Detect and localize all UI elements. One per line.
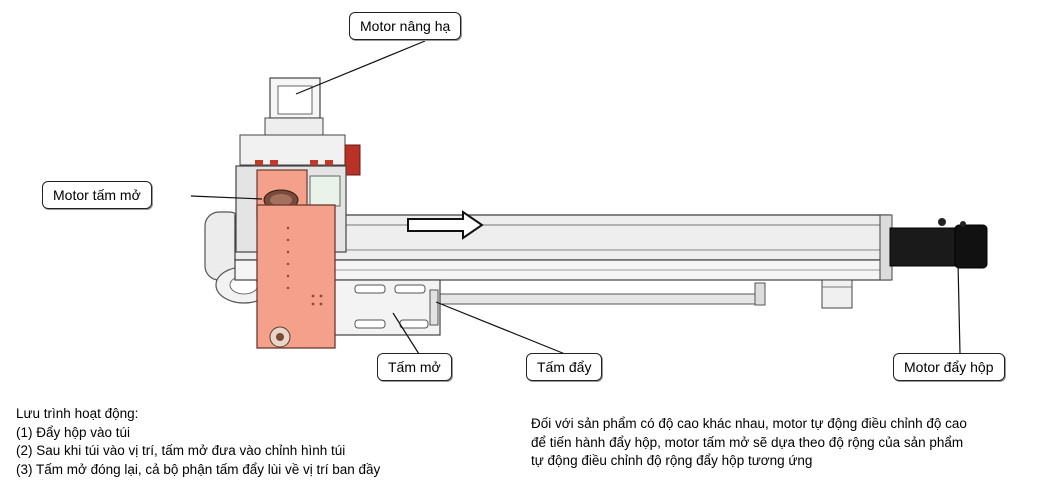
process-notes: Lưu trình hoạt động: (1) Đẩy hộp vào túi…	[16, 405, 380, 479]
note-line: Đối với sản phẩm có độ cao khác nhau, mo…	[531, 416, 967, 431]
label-motor-push-box: Motor đẩy hộp	[893, 353, 1005, 381]
note-line: để tiến hành đẩy hộp, motor tấm mở sẽ dự…	[531, 434, 964, 450]
push-box-motor	[889, 218, 988, 269]
label-motor-lift: Motor nâng hạ	[349, 12, 462, 40]
note-line: tự động điều chỉnh độ rộng đẩy hộp tương…	[531, 453, 813, 468]
lift-motor	[239, 77, 361, 176]
right-bracket	[821, 279, 853, 309]
push-direction-arrow-icon	[407, 210, 484, 240]
label-open-plate: Tấm mở	[377, 353, 452, 381]
process-title: Lưu trình hoạt động:	[16, 406, 139, 421]
leader-lines	[190, 40, 961, 355]
open-plate	[256, 169, 336, 349]
process-step: (1) Đẩy hộp vào túi	[16, 424, 131, 440]
process-step: (2) Sau khi túi vào vị trí, tấm mở đưa v…	[16, 443, 346, 458]
label-push-plate: Tấm đẩy	[526, 353, 603, 381]
push-plate-assembly	[329, 279, 441, 336]
process-step: (3) Tấm mở đóng lại, cả bộ phận tấm đẩy …	[16, 461, 381, 477]
label-motor-open-plate: Motor tấm mở	[42, 181, 152, 209]
adjustment-note: Đối với sản phẩm có độ cao khác nhau, mo…	[531, 415, 967, 471]
